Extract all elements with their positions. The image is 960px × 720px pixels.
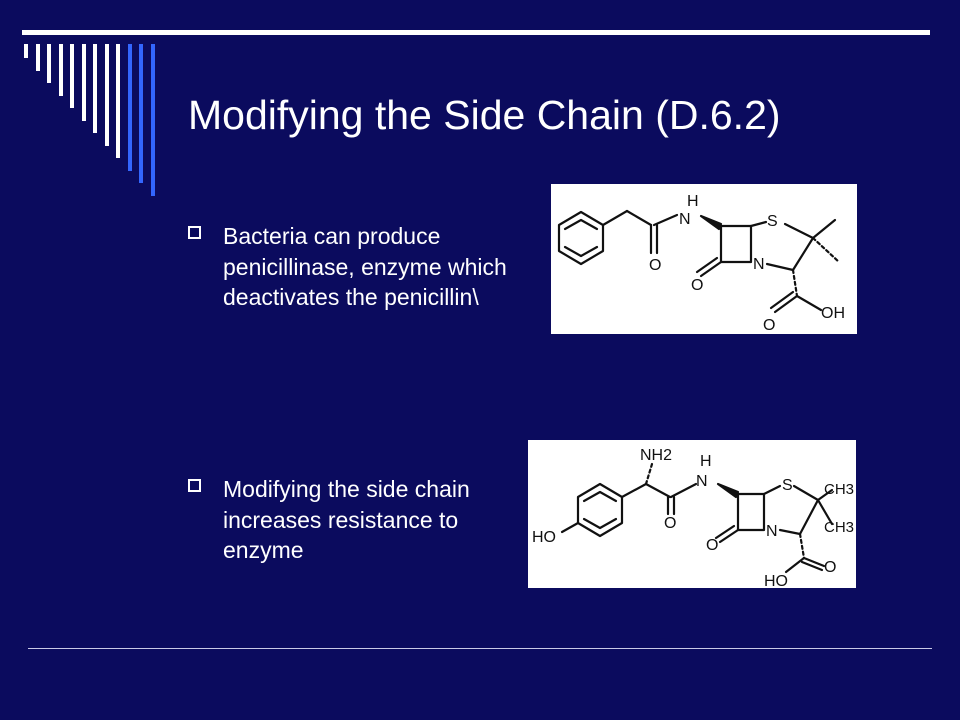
decorative-bar [150, 44, 155, 196]
decorative-bar [93, 44, 97, 133]
atom-label: S [782, 477, 793, 494]
decorative-bar [104, 44, 109, 146]
decorative-bar [81, 44, 86, 121]
bottom-rule [28, 648, 932, 649]
atom-label: HO [764, 573, 788, 588]
decorative-bar [116, 44, 120, 158]
atom-label: CH3 [824, 519, 854, 536]
atom-label: O [691, 277, 703, 294]
square-bullet-icon [188, 226, 201, 239]
bullet-text: Bacteria can produce penicillinase, enzy… [223, 223, 507, 310]
slide-title: Modifying the Side Chain (D.6.2) [188, 92, 781, 138]
atom-label: H [687, 193, 699, 210]
atom-label: N [679, 211, 691, 228]
atom-label: O [706, 537, 718, 554]
decorative-bar [47, 44, 51, 83]
atom-label: OH [821, 305, 845, 322]
atom-label: O [824, 559, 836, 576]
atom-label: HO [532, 529, 556, 546]
atom-label: H [700, 453, 712, 470]
atom-label: N [696, 473, 708, 490]
atom-label: S [767, 213, 778, 230]
decorative-bar [70, 44, 74, 108]
penicillin-g-structure-svg: H N S N O O O OH [557, 193, 845, 334]
decorative-bar [35, 44, 40, 71]
amoxicillin-structure-svg: NH2 H N S N CH3 CH3 HO O O O HO [532, 447, 854, 588]
atom-label: N [753, 256, 765, 273]
penicillin-g-structure: H N S N O O O OH [551, 184, 857, 334]
square-bullet-icon [188, 479, 201, 492]
top-rule [22, 30, 930, 35]
decorative-bar [139, 44, 143, 183]
decorative-bar [127, 44, 132, 171]
atom-label: O [664, 515, 676, 532]
atom-label: O [649, 257, 661, 274]
atom-label: N [766, 523, 778, 540]
bullet-text: Modifying the side chain increases resis… [223, 476, 470, 563]
atom-label: CH3 [824, 481, 854, 498]
decorative-bar [58, 44, 63, 96]
decorative-bar [24, 44, 28, 58]
atom-label: O [763, 317, 775, 334]
amoxicillin-structure: NH2 H N S N CH3 CH3 HO O O O HO [528, 440, 856, 588]
atom-label: NH2 [640, 447, 672, 464]
